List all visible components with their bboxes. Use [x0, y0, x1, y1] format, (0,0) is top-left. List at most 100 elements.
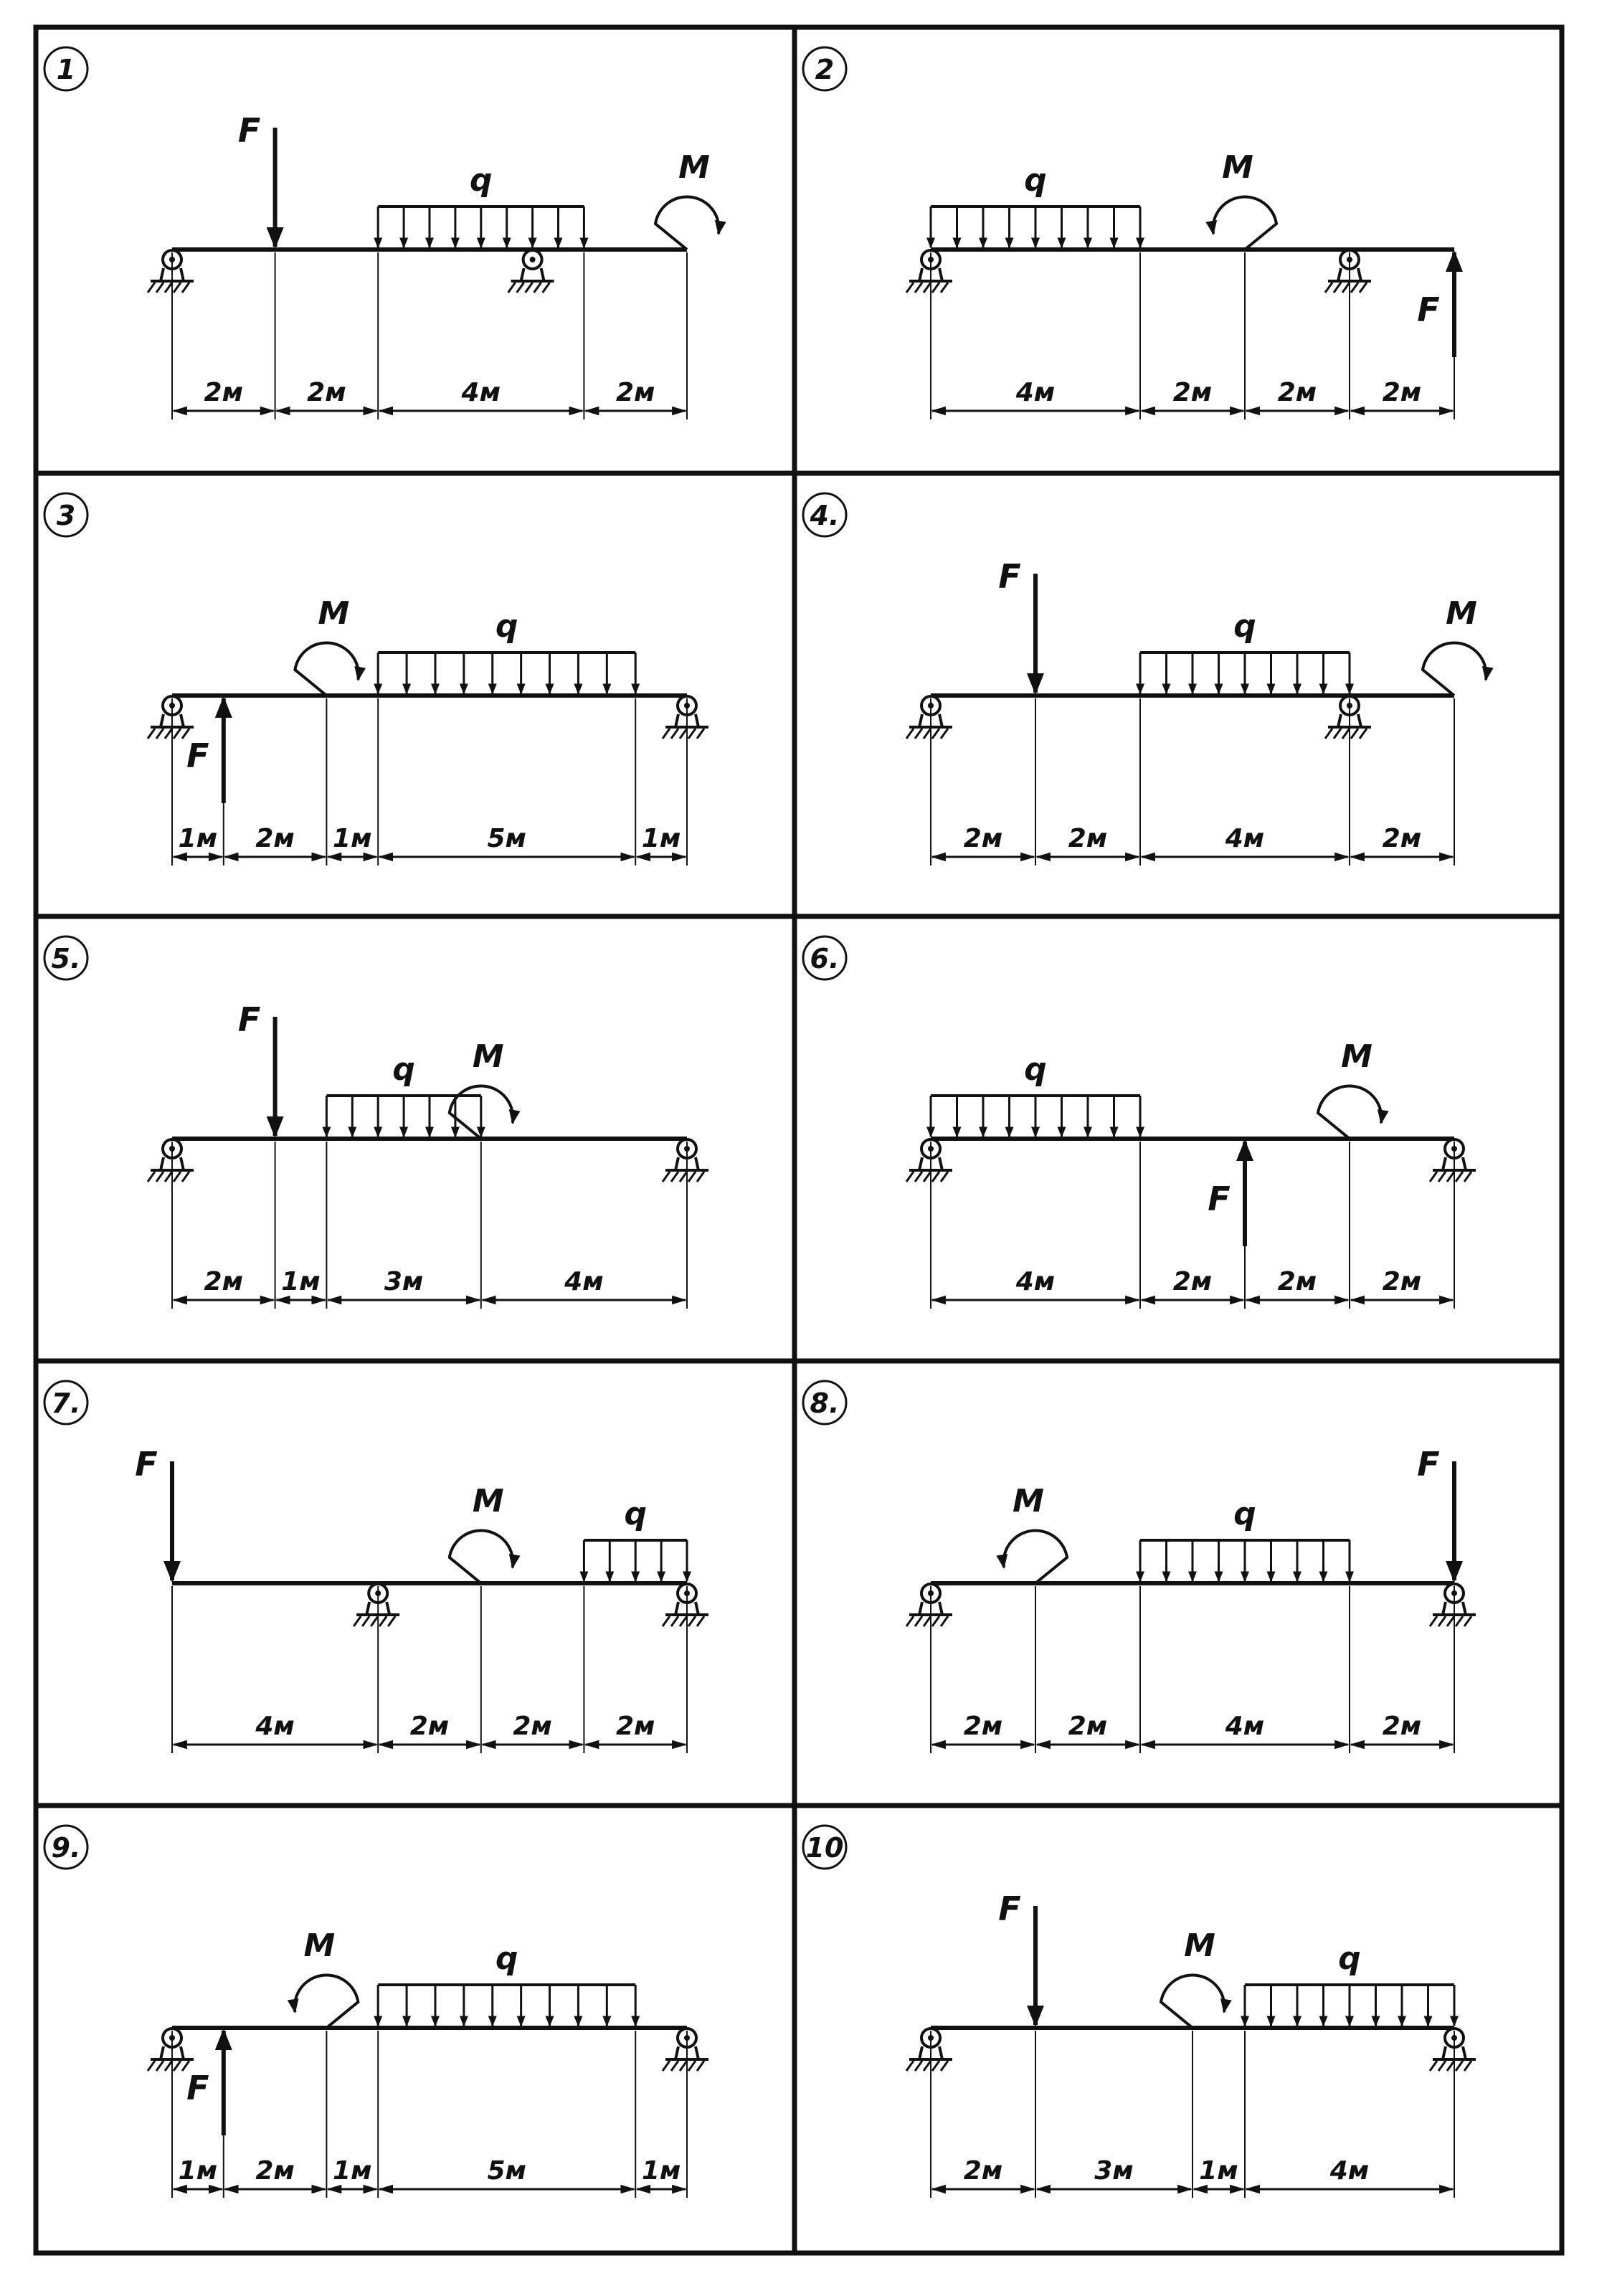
- force-label: F: [998, 557, 1020, 596]
- support-legs: [519, 267, 546, 282]
- support-legs: [1441, 1157, 1467, 1171]
- segment-length-label: 2м: [307, 378, 346, 407]
- ground-hatch: [1437, 2060, 1447, 2072]
- moment-arc: [653, 195, 726, 251]
- moment-label: M: [1222, 149, 1253, 186]
- force-label: F: [238, 1000, 260, 1039]
- support-legs: [918, 267, 944, 282]
- ground-hatch: [1324, 282, 1334, 293]
- problem-number-circle: [43, 46, 89, 92]
- ground-hatch: [1428, 1616, 1438, 1627]
- moment-arc: [1421, 641, 1494, 697]
- segment-length-label: 2м: [964, 824, 1002, 853]
- pin-support: [146, 1138, 194, 1182]
- problem-number-circle: [802, 1380, 848, 1425]
- ground-hatch: [905, 1171, 915, 1182]
- segment-length-label: 2м: [964, 2156, 1002, 2186]
- pin-support: [905, 1583, 952, 1627]
- segment-length-label: 2м: [964, 1712, 1002, 1741]
- segment-length-label: 4м: [564, 1267, 603, 1296]
- pin-support: [1428, 1583, 1476, 1627]
- q-label: q: [1338, 1940, 1361, 1977]
- ground-hatch: [361, 1616, 371, 1627]
- ground-hatch: [905, 2060, 915, 2072]
- segment-length-label: 1м: [179, 2156, 217, 2186]
- ground-hatch: [507, 282, 516, 293]
- ground-hatch: [905, 1616, 915, 1627]
- ground-hatch: [922, 1171, 932, 1182]
- ground-hatch: [163, 1171, 174, 1182]
- problem-number: 6.: [810, 943, 840, 974]
- segment-length-label: 4м: [461, 378, 501, 407]
- problem-number-circle: [43, 935, 89, 981]
- problem-number-circle: [802, 46, 848, 92]
- ground-hatch: [181, 282, 191, 293]
- segment-length-label: 4м: [1015, 1267, 1055, 1296]
- ground-hatch: [155, 282, 165, 293]
- distributed-load: [374, 205, 589, 249]
- ground-hatch: [687, 728, 697, 739]
- segment-length-label: 2м: [255, 824, 294, 853]
- force-label: F: [135, 1445, 157, 1484]
- segment-length-label: 2м: [1383, 1712, 1421, 1741]
- ground-hatch: [1358, 282, 1368, 293]
- ground-hatch: [931, 1171, 941, 1182]
- distributed-load: [374, 651, 640, 695]
- ground-hatch: [696, 2060, 706, 2072]
- pin-support: [905, 2027, 952, 2072]
- ground-hatch: [922, 728, 932, 739]
- sheet-frame: [33, 24, 1565, 2256]
- segment-length-label: 2м: [1383, 378, 1421, 407]
- ground-hatch: [914, 1171, 924, 1182]
- ground-hatch: [661, 1171, 671, 1182]
- problem-number: 5.: [52, 943, 81, 974]
- pin-support: [507, 249, 554, 293]
- distributed-load: [1136, 1539, 1354, 1583]
- support-legs: [674, 2046, 700, 2060]
- ground-hatch: [922, 2060, 932, 2072]
- moment-arc: [1159, 1973, 1232, 2029]
- segment-length-label: 3м: [1094, 2156, 1133, 2186]
- segment-length-label: 2м: [1383, 824, 1421, 853]
- ground-hatch: [914, 1616, 924, 1627]
- support-legs: [1337, 713, 1362, 728]
- ground-hatch: [939, 1171, 949, 1182]
- segment-length-label: 2м: [1068, 1712, 1107, 1741]
- ground-hatch: [670, 1616, 680, 1627]
- moment-arc: [1205, 195, 1279, 251]
- pin-support: [1428, 1138, 1476, 1182]
- ground-hatch: [181, 1171, 191, 1182]
- ground-hatch: [387, 1616, 397, 1627]
- ground-hatch: [905, 728, 915, 739]
- ground-hatch: [163, 728, 174, 739]
- ground-hatch: [172, 2060, 182, 2072]
- distributed-load: [926, 205, 1144, 249]
- ground-hatch: [155, 2060, 165, 2072]
- pin-support: [146, 2027, 194, 2072]
- ground-hatch: [1341, 282, 1351, 293]
- ground-hatch: [1358, 728, 1368, 739]
- segment-length-label: 2м: [410, 1712, 449, 1741]
- distributed-load: [926, 1094, 1144, 1138]
- q-label: q: [470, 162, 493, 199]
- ground-hatch: [939, 728, 949, 739]
- segment-length-label: 1м: [642, 2156, 681, 2186]
- segment-length-label: 2м: [204, 378, 243, 407]
- ground-hatch: [1437, 1171, 1447, 1182]
- problem-number-circle: [802, 492, 848, 538]
- distributed-load: [374, 1983, 640, 2027]
- ground-hatch: [922, 1616, 932, 1627]
- moment-arc: [287, 1973, 360, 2029]
- problem-number-circle: [802, 1824, 848, 1870]
- moment-arc: [293, 641, 366, 697]
- support-legs: [674, 1601, 700, 1616]
- pin-support: [905, 1138, 952, 1182]
- ground-hatch: [1324, 728, 1334, 739]
- support-legs: [1337, 267, 1362, 282]
- q-label: q: [1233, 1496, 1256, 1532]
- moment-label: M: [473, 1038, 504, 1075]
